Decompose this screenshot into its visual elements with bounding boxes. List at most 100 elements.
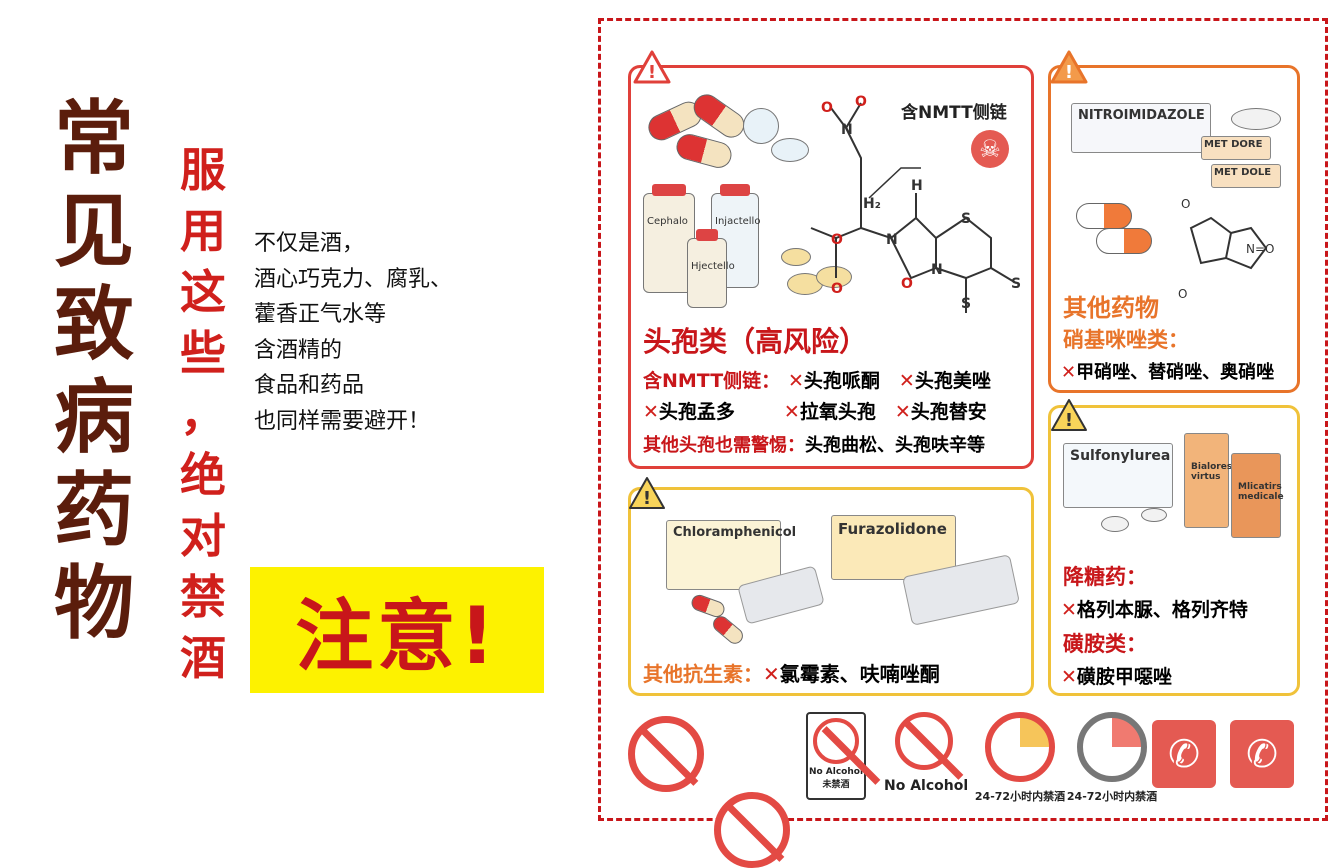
svg-text:O: O (831, 232, 843, 248)
capsule (673, 131, 735, 171)
tablet-text: DOLE (1241, 167, 1272, 178)
tablet (1101, 516, 1129, 532)
box-label: NITROIMIDAZOLE (1078, 108, 1205, 123)
tablet-text: MET (1204, 139, 1228, 150)
vial: Hjectello (687, 229, 735, 308)
clock-icon (1077, 712, 1147, 782)
sign-label: No Alcohol (808, 767, 864, 777)
sulfa-drugs: ✕磺胺甲噁唑 (1061, 666, 1172, 688)
tablet (1231, 108, 1281, 130)
box-label: Chloramphenicol (673, 525, 797, 540)
nitroimidazole-subheading: 硝基咪唑类： (1063, 328, 1189, 352)
drug-name: 拉氧头孢 (799, 401, 876, 423)
phone-icon: ✆ (1230, 720, 1294, 788)
antibiotics-text: 其他抗生素：✕氯霉素、呋喃唑酮 (643, 662, 940, 686)
drug-name: 氯霉素、呋喃唑酮 (779, 662, 940, 686)
note-line: 藿香正气水等 (254, 302, 387, 327)
vial-label: Injactello (715, 216, 761, 227)
no-alcohol-badge: No Alcohol (884, 712, 968, 794)
svg-text:S: S (1011, 276, 1021, 292)
attention-text: 注意! (295, 592, 499, 682)
antibiotics-heading: 其他抗生素： (643, 662, 763, 686)
no-alcohol-icon (895, 712, 953, 770)
subtitle-char: 绝 (180, 448, 226, 502)
svg-text:N: N (841, 122, 853, 138)
other-label: 其他头孢也需警惕： (643, 435, 805, 456)
subtitle-char: ， (180, 387, 226, 441)
title-char: 药 (54, 464, 134, 557)
subtitle-char: 禁 (180, 570, 226, 624)
drug-box: Sulfonylurea (1063, 443, 1173, 508)
svg-text:H₂: H₂ (863, 196, 881, 212)
tablet (781, 248, 811, 266)
drug-name: 格列本脲、格列齐特 (1076, 599, 1248, 621)
warning-icon: ! (1050, 398, 1088, 432)
svg-text:S: S (961, 211, 971, 227)
sign-label: 未禁酒 (822, 780, 850, 790)
vial-label: Hjectello (691, 261, 735, 272)
note-line: 酒心巧克力、腐乳、 (254, 266, 453, 292)
clock-badge: 24-72小时内禁酒 (1062, 712, 1162, 804)
tablet-text: MET (1214, 167, 1238, 178)
note-line: 也同样需要避开！ (254, 408, 431, 434)
svg-text:!: ! (1065, 62, 1073, 83)
subtitle-char: 些 (180, 326, 226, 380)
subtitle-char: 酒 (180, 631, 226, 685)
capsule (1076, 203, 1132, 229)
box-label: Furazolidone (838, 520, 947, 538)
warning-icon: ! (633, 50, 671, 84)
bottle-label: Mlicatirs medicale (1238, 482, 1284, 502)
drug-name: 甲硝唑、替硝唑、奥硝唑 (1076, 362, 1275, 383)
svg-text:O: O (821, 100, 833, 116)
nmtt-callout: 含NMTT侧链 (901, 103, 1007, 123)
no-alcohol-icon (813, 718, 859, 764)
pill-bottle: Bialores virtus (1184, 433, 1233, 528)
no-alcohol-icon (628, 716, 704, 792)
tablet-label: MET DOLE (1211, 164, 1281, 188)
capsule (709, 612, 747, 648)
bottle-label: Bialores virtus (1191, 462, 1233, 482)
vial-label: Cephalo (647, 216, 688, 227)
subtitle-char: 这 (180, 265, 226, 319)
nitroimidazole-drugs: ✕甲硝唑、替硝唑、奥硝唑 (1061, 362, 1275, 383)
subtitle: 服 用 这 些 ， 绝 对 禁 酒 (175, 140, 231, 689)
nitroimidazole-heading: 其他药物 (1063, 294, 1159, 322)
svg-text:O: O (1178, 287, 1187, 301)
svg-text:!: ! (643, 488, 651, 509)
svg-text:O: O (1181, 197, 1190, 211)
note-text: 不仅是酒， 酒心巧克力、腐乳、 藿香正气水等 含酒精的 食品和药品 也同样需要避… (254, 226, 452, 439)
antibiotics-card: Chloramphenicol Furazolidone 其他抗生素：✕氯霉素、… (628, 487, 1034, 696)
sulfa-heading: 磺胺类： (1063, 632, 1147, 656)
nitroimidazole-molecule: OON=O (1178, 197, 1274, 301)
title-char: 物 (54, 557, 134, 650)
warning-icon: ! (628, 476, 666, 510)
svg-text:N: N (886, 232, 898, 248)
cephalosporin-list: 含NMTT侧链：✕头孢哌酮✕头孢美唑 ✕头孢孟多✕拉氧头孢✕头孢替安 其他头孢也… (643, 366, 1033, 461)
tablet (771, 138, 809, 162)
clock-icon (985, 712, 1055, 782)
svg-text:N: N (931, 262, 943, 278)
note-line: 食品和药品 (254, 373, 365, 398)
main-title: 常 见 致 病 药 物 (48, 92, 140, 650)
capsule (1096, 228, 1152, 254)
svg-text:!: ! (1065, 410, 1073, 431)
tablet-text: DORE (1231, 139, 1263, 150)
clock-label: 24-72小时内禁酒 (1066, 790, 1158, 803)
cephalosporin-heading: 头孢类（高风险） (643, 325, 868, 358)
title-char: 常 (54, 92, 134, 185)
drug-name: 磺胺甲噁唑 (1076, 666, 1172, 688)
hypoglycemic-drugs: ✕格列本脲、格列齐特 (1061, 599, 1248, 621)
pill-bottle: Mlicatirs medicale (1231, 453, 1284, 538)
title-char: 见 (54, 185, 134, 278)
svg-text:H: H (911, 178, 923, 194)
tablet (816, 266, 852, 288)
no-alcohol-icon (714, 792, 790, 868)
note-line: 不仅是酒， (254, 231, 365, 256)
tablet (743, 108, 779, 144)
drug-name: 头孢替安 (910, 401, 987, 423)
box-label: Sulfonylurea (1070, 448, 1171, 464)
vial: Cephalo (643, 184, 695, 293)
